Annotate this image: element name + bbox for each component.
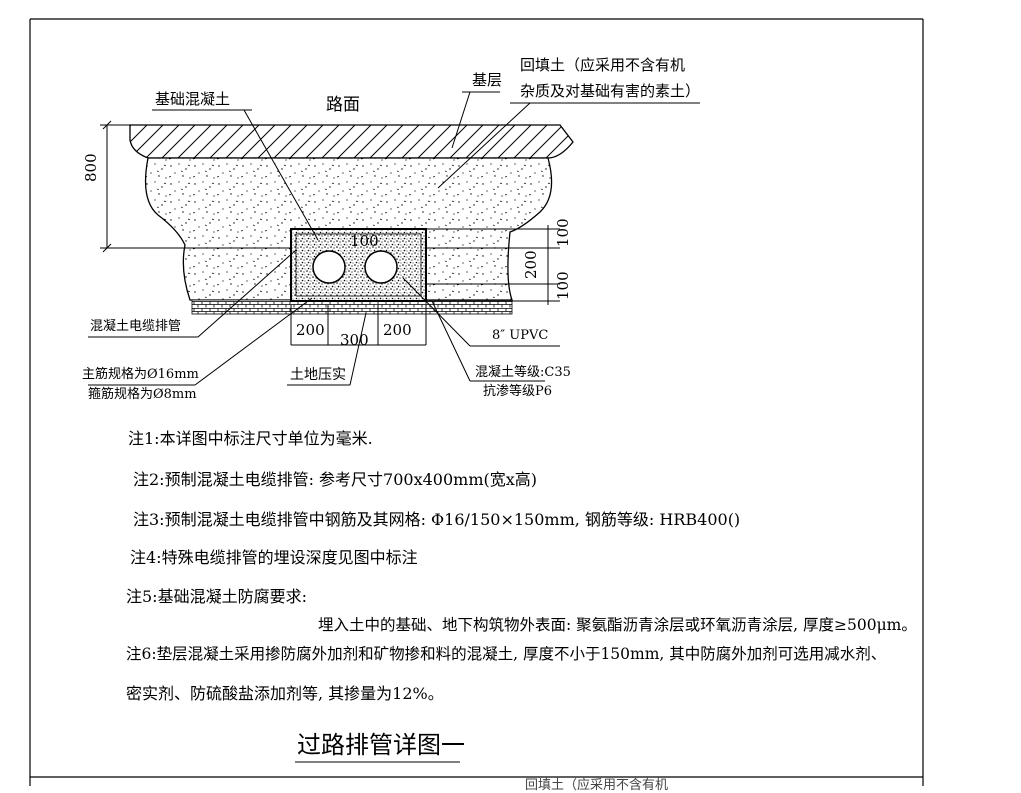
note-6-line1: 注6:垫层混凝土采用掺防腐外加剂和矿物掺和料的混凝土, 厚度不小于150mm, … [126, 645, 887, 663]
note-6-line2: 密实剂、防硫酸盐添加剂等, 其掺量为12%。 [126, 684, 444, 703]
bedding-layer [191, 299, 513, 315]
backfill-label-line2: 杂质及对基础有害的素土） [520, 82, 701, 100]
drawing-title: 过路排管详图一 [297, 731, 465, 759]
base-concrete-label: 基础混凝土 [155, 90, 231, 108]
impermeability-label: 抗渗等级P6 [483, 384, 553, 399]
road-surface-layer [129, 124, 574, 159]
dim-top-cover: 100 [350, 232, 379, 250]
road-surface-label: 路面 [326, 95, 360, 115]
duct-inner-outline [295, 233, 422, 297]
note-2: 注2:预制混凝土电缆排管: 参考尺寸700x400mm(宽x高) [133, 470, 538, 489]
pipe-spec-label: 8″ UPVC [492, 328, 549, 343]
right-dimension-lines [426, 225, 560, 305]
leader-lines [88, 91, 700, 763]
dim-bottom-left: 200 [296, 321, 325, 339]
note-5: 注5:基础混凝土防腐要求: [126, 587, 307, 606]
dim-right-mid: 200 [522, 250, 540, 279]
base-layer-label: 基层 [472, 71, 503, 89]
note-1: 注1:本详图中标注尺寸单位为毫米. [128, 429, 373, 448]
dim-bottom-right: 200 [383, 321, 412, 339]
note-5-detail: 埋入土中的基础、地下构筑物外表面: 聚氨酯沥青涂层或环氧沥青涂层, 厚度≥500… [318, 616, 917, 634]
upvc-pipe-left [312, 250, 346, 284]
stirrup-label: 箍筋规格为Ø8mm [88, 387, 197, 402]
backfill-label-line1: 回填土（应采用不含有机 [520, 56, 686, 74]
note-4: 注4:特殊电缆排管的埋设深度见图中标注 [130, 548, 418, 567]
compacted-soil-label: 土地压实 [290, 367, 346, 383]
concrete-grade-label: 混凝土等级:C35 [475, 365, 571, 380]
upvc-pipe-right [364, 250, 398, 284]
dim-right-top: 100 [554, 218, 572, 247]
dim-depth: 800 [82, 153, 100, 182]
depth-dimension [100, 120, 291, 253]
dim-bottom-mid: 300 [340, 331, 369, 349]
concrete-duct-label: 混凝土电缆排管 [90, 319, 182, 334]
main-rebar-label: 主筋规格为Ø16mm [82, 367, 199, 382]
dim-right-bot: 100 [554, 271, 572, 300]
note-3: 注3:预制混凝土电缆排管中钢筋及其网格: Φ16/150×150mm, 钢筋等级… [133, 510, 741, 529]
sheet-border [29, 18, 924, 786]
